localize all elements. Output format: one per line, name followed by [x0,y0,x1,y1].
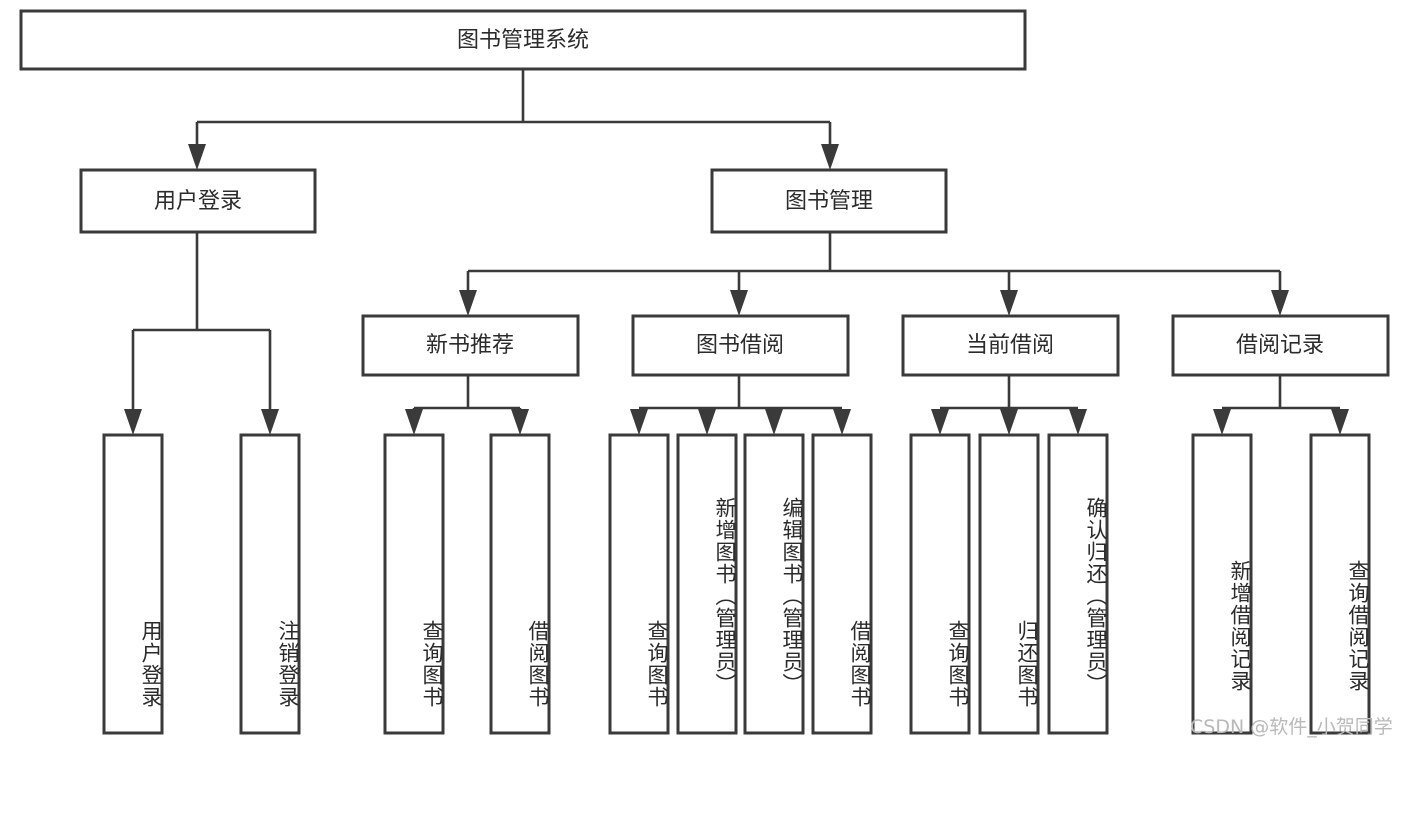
node-leaf-user-login-box[interactable] [102,433,164,735]
node-user-login[interactable]: 用户登录 [79,168,317,234]
csdn-watermark: CSDN @软件_小贺同学 [1190,716,1393,738]
node-book-management-label: 图书管理 [785,189,873,214]
node-book-borrow-label: 图书借阅 [696,333,784,358]
connector-group-book-borrow [630,375,851,435]
node-book-borrow-box[interactable] [631,314,850,377]
arrow-head-leaf-query-book-1 [405,409,423,435]
arrow-head-user-login [188,144,206,170]
node-borrow-record-label: 借阅记录 [1236,333,1324,358]
arrow-head-new-book-recommend [459,290,477,316]
node-book-management[interactable]: 图书管理 [710,168,948,234]
node-leaf-return-book-box[interactable] [978,433,1040,735]
node-book-management-box[interactable] [710,168,948,234]
connector-group-current-borrow [931,375,1087,435]
node-new-book-recommend-label: 新书推荐 [426,333,514,358]
node-leaf-user-logout-box[interactable] [239,433,301,735]
arrow-head-leaf-query-book-3 [931,409,949,435]
node-leaf-borrow-book-2-box[interactable] [811,433,873,735]
arrow-head-borrow-record [1271,290,1289,316]
arrow-head-current-borrow [1000,290,1018,316]
node-user-login-box[interactable] [79,168,317,234]
arrow-head-leaf-add-book [698,409,716,435]
node-leaf-add-record-box[interactable] [1191,433,1253,735]
node-root-label: 图书管理系统 [457,28,589,53]
connector-group-user-login [124,232,279,435]
arrow-head-leaf-edit-book [765,409,783,435]
node-current-borrow-box[interactable] [901,314,1120,377]
node-borrow-record-box[interactable] [1171,314,1390,377]
arrow-head-leaf-user-logout [261,409,279,435]
connector-group-new-book-recommend [405,375,529,435]
arrow-head-leaf-borrow-book-2 [833,409,851,435]
node-leaf-query-book-3-box[interactable] [909,433,971,735]
node-leaf-query-book-1-box[interactable] [383,433,445,735]
arrow-head-leaf-borrow-book-1 [511,409,529,435]
connector-group-borrow-record [1213,375,1349,435]
connector-group-book-management [459,232,1289,316]
arrow-head-leaf-query-record [1331,409,1349,435]
node-current-borrow[interactable]: 当前借阅 [901,314,1120,377]
node-book-borrow[interactable]: 图书借阅 [631,314,850,377]
node-root[interactable]: 图书管理系统 [19,9,1027,71]
node-borrow-record[interactable]: 借阅记录 [1171,314,1390,377]
arrow-head-leaf-confirm-return [1069,409,1087,435]
diagram-canvas: 图书管理系统 用户登录 图书管理 新书推荐 图书借阅 当前借阅 借阅记录 [19,9,1390,735]
node-leaf-add-book-box[interactable] [676,433,738,735]
node-user-login-label: 用户登录 [154,189,242,214]
arrow-head-book-borrow [730,290,748,316]
node-leaf-edit-book-box[interactable] [743,433,805,735]
flowchart-diagram: 图书管理系统 用户登录 图书管理 新书推荐 图书借阅 当前借阅 借阅记录 [19,9,1393,738]
node-root-box[interactable] [19,9,1027,71]
arrow-head-leaf-query-book-2 [630,409,648,435]
arrow-head-leaf-user-login [124,409,142,435]
arrow-head-leaf-add-record [1213,409,1231,435]
arrow-head-book-management [821,144,839,170]
node-leaf-borrow-book-1-box[interactable] [489,433,551,735]
node-new-book-recommend-box[interactable] [361,314,580,377]
node-leaf-query-book-2-box[interactable] [608,433,670,735]
node-current-borrow-label: 当前借阅 [966,333,1054,358]
node-leaf-query-record-box[interactable] [1309,433,1371,735]
node-new-book-recommend[interactable]: 新书推荐 [361,314,580,377]
node-leaf-confirm-return-box[interactable] [1047,433,1109,735]
connector-group-root [188,69,839,170]
arrow-head-leaf-return-book [1000,409,1018,435]
